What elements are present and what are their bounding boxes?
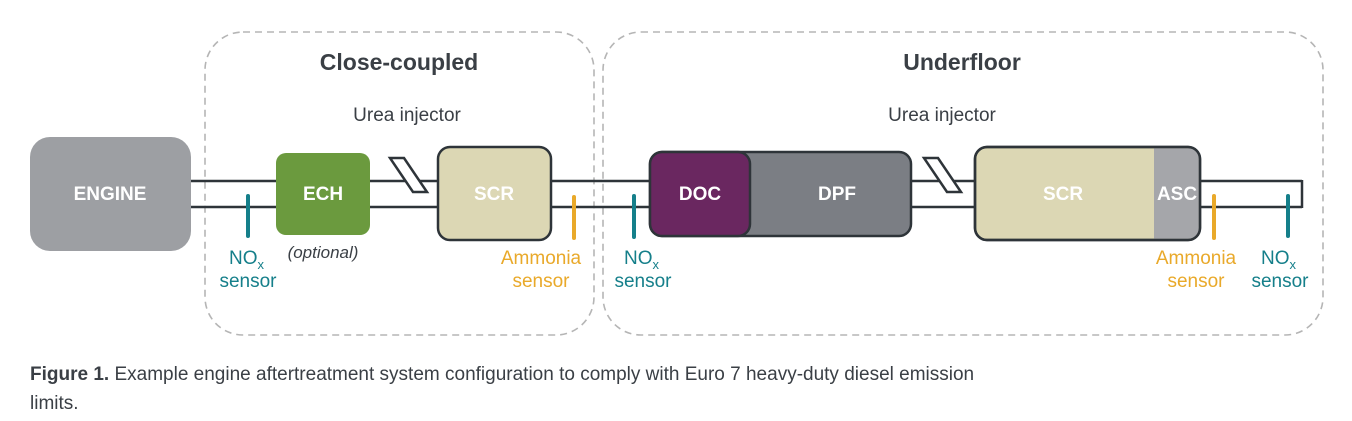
underfloor-group <box>602 31 1324 336</box>
scr-label-close-coupled: SCR <box>474 184 514 205</box>
close-coupled-title: Close-coupled <box>320 49 478 75</box>
nox-sensor-label-2: NOx <box>624 248 660 272</box>
figure-caption: Figure 1. Example engine aftertreatment … <box>30 360 1020 418</box>
sensor-markers <box>246 194 1290 240</box>
ech-block <box>276 153 370 235</box>
dpf-label: DPF <box>818 184 856 205</box>
ammonia-sensor-label-1: Ammonia <box>501 248 582 269</box>
urea-injector-close-coupled <box>387 156 430 194</box>
doc-label: DOC <box>679 184 722 205</box>
figure-caption-label: Figure 1. <box>30 364 110 385</box>
engine-label: ENGINE <box>74 184 147 205</box>
urea-injector-label-close-coupled: Urea injector <box>353 105 461 126</box>
close-coupled-group <box>204 31 595 336</box>
doc-block <box>648 150 752 238</box>
ammonia-sensor-word-2: sensor <box>1167 271 1225 292</box>
asc-block <box>1154 148 1199 239</box>
figure-caption-text: Example engine aftertreatment system con… <box>30 364 975 414</box>
scr-block-close-coupled <box>436 145 553 242</box>
ammonia-sensor-word-1: sensor <box>512 271 570 292</box>
underfloor-title: Underfloor <box>903 49 1021 75</box>
ech-label: ECH <box>303 184 343 205</box>
engine-block <box>30 137 191 251</box>
nox-sensor-word-3: sensor <box>1251 271 1309 292</box>
asc-label: ASC <box>1157 184 1197 205</box>
nox-sensor-label-3: NOx <box>1261 248 1297 272</box>
scr-label-underfloor: SCR <box>1043 184 1083 205</box>
urea-injector-underfloor <box>921 156 964 194</box>
nox-sensor-label-1: NOx <box>229 248 265 272</box>
ammonia-sensor-label-2: Ammonia <box>1156 248 1237 269</box>
scr-asc-outline <box>973 145 1202 242</box>
nox-sensor-word-2: sensor <box>614 271 672 292</box>
nox-sensor-word-1: sensor <box>219 271 277 292</box>
ech-optional-note: (optional) <box>288 243 359 262</box>
urea-injector-label-underfloor: Urea injector <box>888 105 996 126</box>
